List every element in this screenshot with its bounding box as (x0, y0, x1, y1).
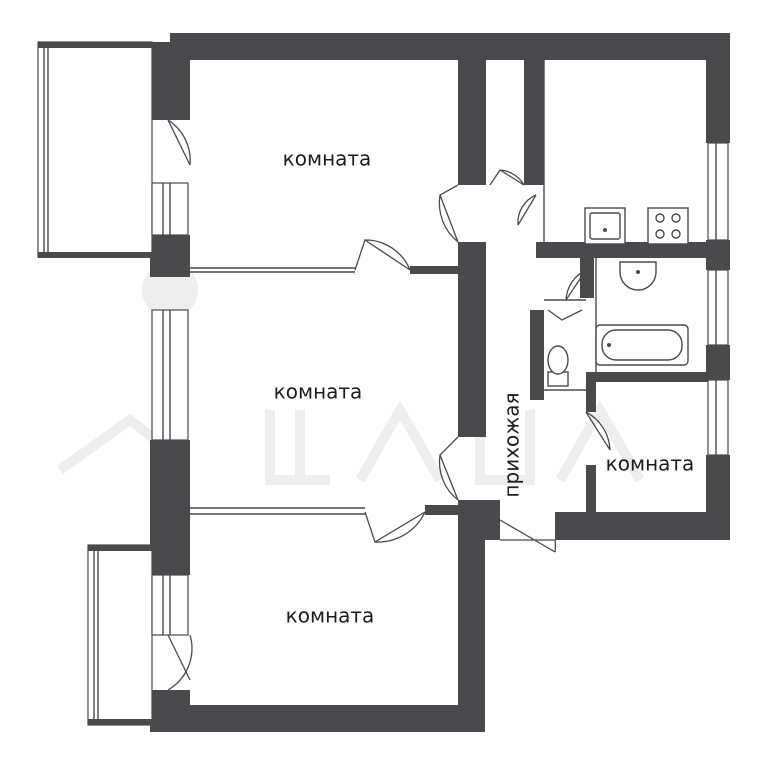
room-label-middle-left: комната (274, 380, 363, 404)
room-label-top-left: комната (283, 147, 372, 171)
bathtub (595, 324, 689, 366)
windows (151, 142, 729, 636)
room-label-hallway: прихожая (500, 392, 524, 497)
doors (167, 119, 611, 691)
bathroom-sink (619, 261, 657, 291)
toilet (547, 345, 569, 387)
room-label-right-small: комната (606, 452, 695, 476)
kitchen-sink (584, 207, 626, 245)
partitions (190, 60, 597, 515)
room-label-bottom-left: комната (286, 604, 375, 628)
walls (150, 33, 730, 732)
balcony-bottom (87, 544, 168, 726)
stove (647, 207, 689, 245)
balcony-top (37, 41, 168, 258)
